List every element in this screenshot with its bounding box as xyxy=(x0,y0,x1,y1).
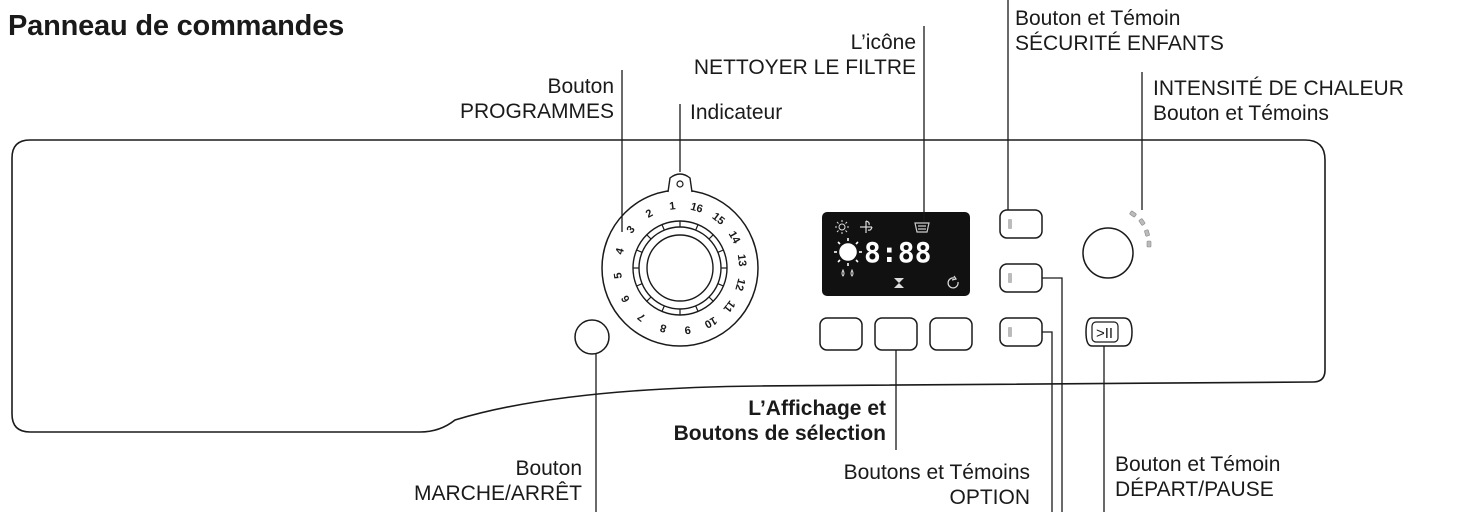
label-nettoyer-line2: NETTOYER LE FILTRE xyxy=(693,56,916,79)
securite-enfants-button[interactable] xyxy=(999,209,1043,239)
drops-icon xyxy=(841,268,854,277)
label-indicateur-line1: Indicateur xyxy=(690,101,783,124)
filter-icon xyxy=(914,222,930,233)
dial-notch xyxy=(695,224,699,231)
dial-notch xyxy=(717,283,724,287)
dial-notch xyxy=(695,305,699,312)
dial-notch xyxy=(708,234,714,240)
label-depart-pause: Bouton et Témoin DÉPART/PAUSE xyxy=(1115,452,1280,502)
dry-icon xyxy=(835,220,849,234)
label-depart-line1: Bouton et Témoin xyxy=(1115,453,1281,476)
label-programmes: Bouton PROGRAMMES xyxy=(460,74,614,124)
label-nettoyer-filtre: L’icône NETTOYER LE FILTRE xyxy=(694,30,916,80)
dial-notch xyxy=(636,249,643,253)
selection-button-2[interactable] xyxy=(874,317,918,351)
dial-number: 9 xyxy=(684,323,692,336)
label-option-line2: OPTION xyxy=(949,486,1030,509)
sun-icon xyxy=(834,238,862,266)
label-marche-line1: Bouton xyxy=(515,457,582,480)
label-programmes-line1: Bouton xyxy=(547,75,614,98)
display-screen: 8:88 xyxy=(822,212,970,296)
label-affichage: L’Affichage et Boutons de sélection xyxy=(674,396,886,446)
label-chaleur-line1: INTENSITÉ DE CHALEUR xyxy=(1153,77,1404,100)
option-button-2[interactable] xyxy=(999,317,1043,347)
dial-number: 16 xyxy=(689,201,704,216)
dial-notches xyxy=(633,221,727,315)
label-option-line1: Boutons et Témoins xyxy=(843,461,1030,484)
label-nettoyer-line1: L’icône xyxy=(850,31,916,54)
dial-indicator-notch xyxy=(667,173,693,193)
label-marche-arret: Bouton MARCHE/ARRÊT xyxy=(414,456,582,506)
start-pause-symbol: >II xyxy=(1096,325,1113,342)
dial-number: 15 xyxy=(710,211,727,228)
dial-notch xyxy=(646,296,652,302)
dial-number: 11 xyxy=(721,298,738,315)
dial-notch xyxy=(661,305,665,312)
dial-notch xyxy=(717,249,724,253)
dial-number: 4 xyxy=(614,246,627,256)
dial-number: 2 xyxy=(644,207,655,220)
display-time: 8:88 xyxy=(864,236,931,269)
label-securite-line1: Bouton et Témoin xyxy=(1015,7,1181,30)
chaleur-leds xyxy=(1129,210,1152,248)
dial-number: 10 xyxy=(702,314,719,330)
fan-icon xyxy=(860,220,873,233)
label-securite-line2: SÉCURITÉ ENFANTS xyxy=(1015,32,1224,55)
intensite-chaleur-knob[interactable] xyxy=(1082,227,1134,279)
dial-notch xyxy=(661,224,665,231)
page-title: Panneau de commandes xyxy=(8,10,345,42)
label-programmes-line2: PROGRAMMES xyxy=(459,100,614,123)
label-intensite-chaleur: INTENSITÉ DE CHALEUR Bouton et Témoins xyxy=(1153,76,1404,126)
leader-lines xyxy=(595,0,1143,512)
dial-number: 1 xyxy=(669,200,677,213)
dial-number: 13 xyxy=(735,254,748,268)
marche-arret-button[interactable] xyxy=(574,319,610,355)
dial-number: 6 xyxy=(619,293,632,304)
dial-notch xyxy=(636,283,643,287)
dial-number: 8 xyxy=(659,321,668,334)
refresh-icon xyxy=(947,275,959,289)
panel-outline xyxy=(11,139,1326,433)
label-option: Boutons et Témoins OPTION xyxy=(844,460,1030,510)
option-button-1[interactable] xyxy=(999,263,1043,293)
label-chaleur-line2: Bouton et Témoins xyxy=(1153,102,1329,125)
label-securite-enfants: Bouton et Témoin SÉCURITÉ ENFANTS xyxy=(1015,6,1224,56)
label-marche-line2: MARCHE/ARRÊT xyxy=(413,482,582,505)
label-indicateur: Indicateur xyxy=(690,100,782,125)
label-depart-line2: DÉPART/PAUSE xyxy=(1115,478,1274,501)
hourglass-icon xyxy=(894,278,904,288)
dial-notch xyxy=(646,234,652,240)
label-affichage-line1: L’Affichage et xyxy=(748,397,886,420)
dial-number: 5 xyxy=(612,272,625,280)
depart-pause-button[interactable]: >II xyxy=(1085,317,1133,347)
label-affichage-line2: Boutons de sélection xyxy=(673,422,886,445)
dial-notch xyxy=(708,296,714,302)
dial-number: 12 xyxy=(732,277,747,292)
selection-button-1[interactable] xyxy=(819,317,863,351)
selection-button-3[interactable] xyxy=(929,317,973,351)
